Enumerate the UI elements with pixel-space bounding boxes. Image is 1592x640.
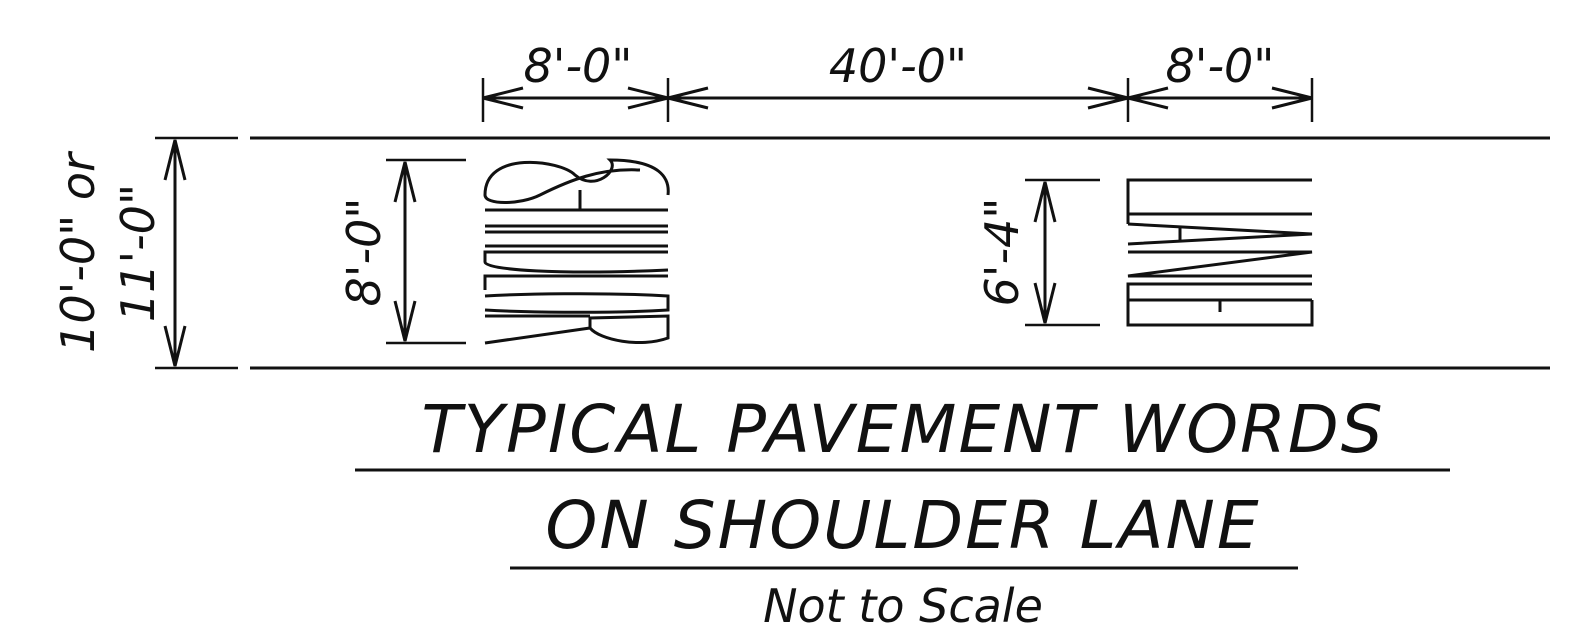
dimension-label-right-width: 8'-0" bbox=[1166, 39, 1275, 93]
shoulder-height-label: 8'-0" bbox=[337, 198, 391, 307]
top-dimension-chain: 8'-0" 40'-0" 8'-0" bbox=[481, 39, 1314, 122]
lane-height-label: 6'-4" bbox=[975, 198, 1029, 307]
dimension-label-left-width: 8'-0" bbox=[524, 39, 633, 93]
shoulder-height-dimension: 8'-0" bbox=[337, 158, 466, 345]
pavement-word-shoulder bbox=[483, 158, 670, 345]
dimension-label-spacing: 40'-0" bbox=[829, 39, 967, 93]
title-line-2: ON SHOULDER LANE bbox=[545, 487, 1260, 564]
lane-width-dimension: 10'-0" or 11'-0" bbox=[51, 136, 238, 370]
drawing-title: TYPICAL PAVEMENT WORDS ON SHOULDER LANE … bbox=[355, 391, 1450, 633]
scale-note: Not to Scale bbox=[763, 579, 1043, 633]
lane-width-label-line2: 11'-0" bbox=[111, 184, 165, 322]
title-line-1: TYPICAL PAVEMENT WORDS bbox=[421, 391, 1384, 468]
lane-width-label-line1: 10'-0" or bbox=[51, 150, 105, 353]
lane-height-dimension: 6'-4" bbox=[975, 178, 1100, 327]
pavement-word-lane bbox=[1126, 178, 1314, 327]
